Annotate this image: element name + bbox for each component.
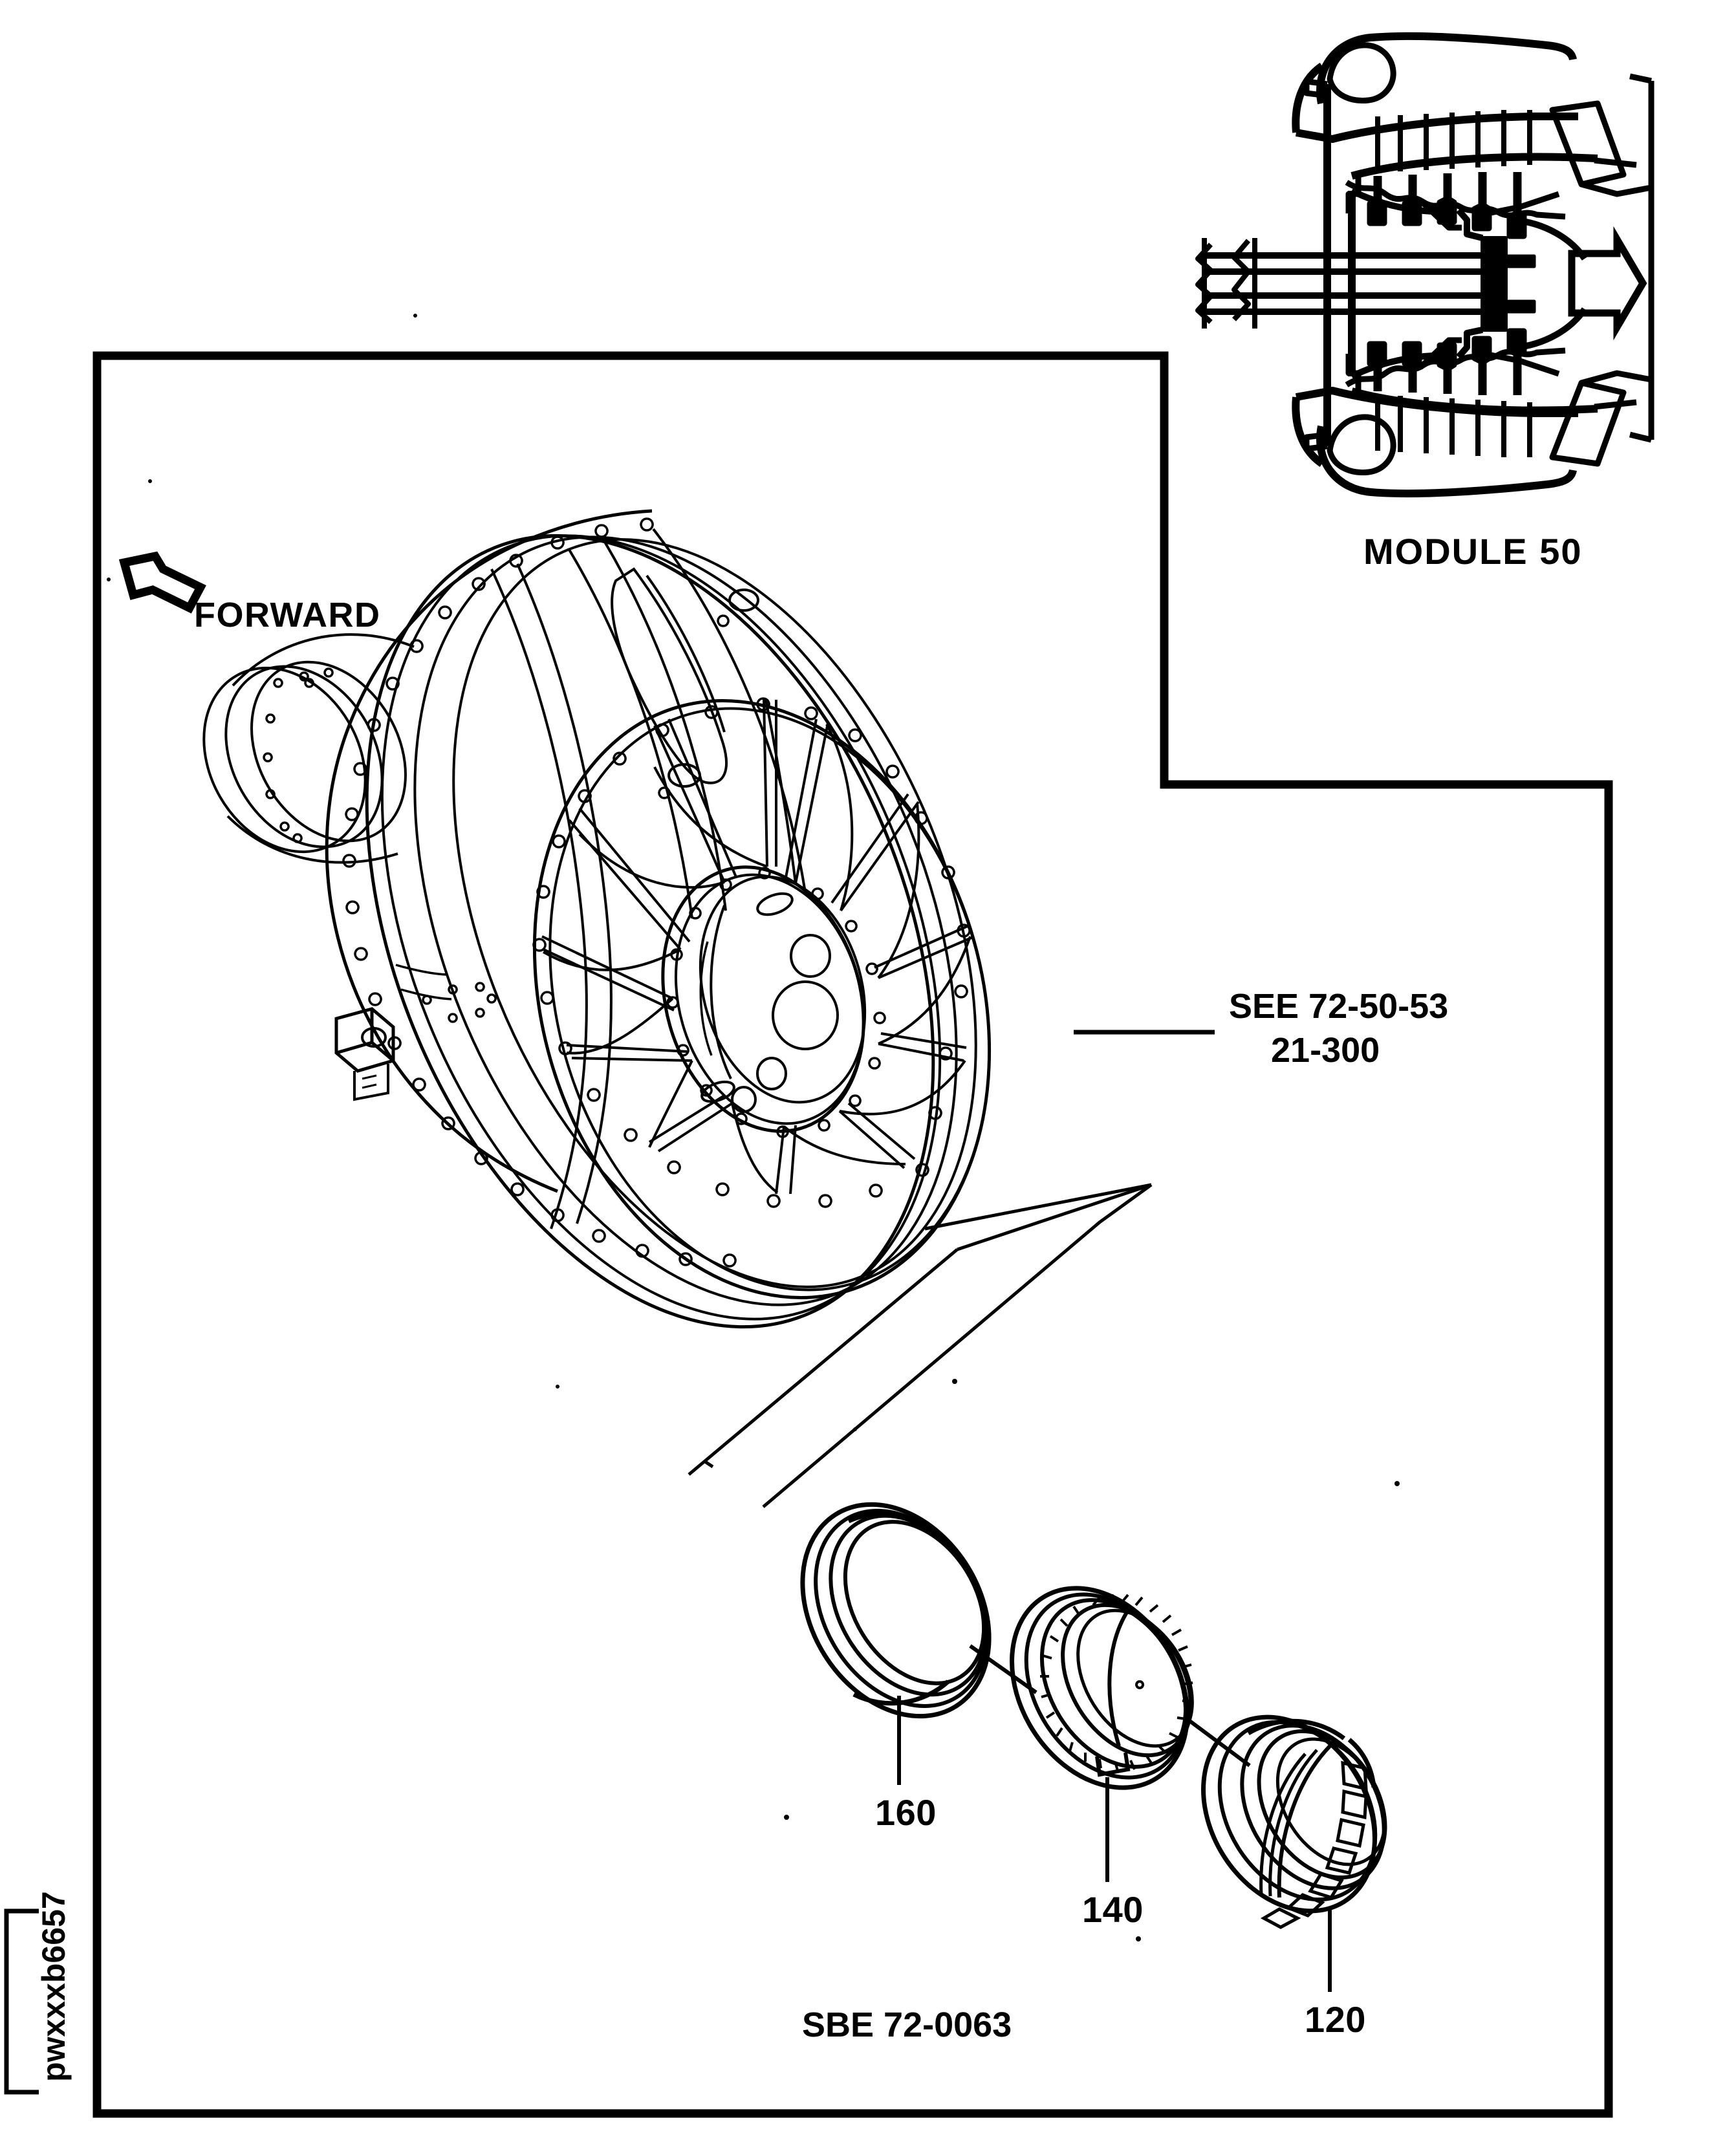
sheet-id-label: pwxxxb6657 (36, 1891, 72, 2082)
item-number-160: 160 (875, 1792, 937, 1833)
catalog-code-label: SBE 72-0063 (802, 2005, 1012, 2044)
flange-bolt-holes (325, 509, 737, 1268)
figure-border (92, 351, 1613, 2118)
see-reference-line-2: 21-300 (1271, 1031, 1380, 1070)
module-50-cross-section (1195, 32, 1655, 498)
part-chain-leaders (969, 1644, 1251, 1767)
part-140-toothed-ring (1010, 1586, 1194, 1790)
turbine-exit-vane-disc (532, 697, 992, 1299)
see-reference-line-1: SEE 72-50-53 (1229, 987, 1449, 1026)
mount-lug-block (334, 1007, 395, 1101)
item-number-140: 140 (1082, 1889, 1144, 1930)
rear-cone-section (202, 633, 415, 864)
turbine-exhaust-case-assembly (107, 314, 1400, 1992)
part-120-bearing-race (1201, 1714, 1387, 1929)
part-160-seal-ring (800, 1502, 992, 1719)
forward-arrow-icon (118, 551, 206, 614)
item-number-120: 120 (1305, 1999, 1366, 2040)
exploded-projection-lines (688, 1183, 1153, 1508)
module-50-label: MODULE 50 (1363, 531, 1583, 572)
forward-direction-label: FORWARD (194, 596, 381, 634)
sheet-id-bracket (4, 1908, 39, 2095)
